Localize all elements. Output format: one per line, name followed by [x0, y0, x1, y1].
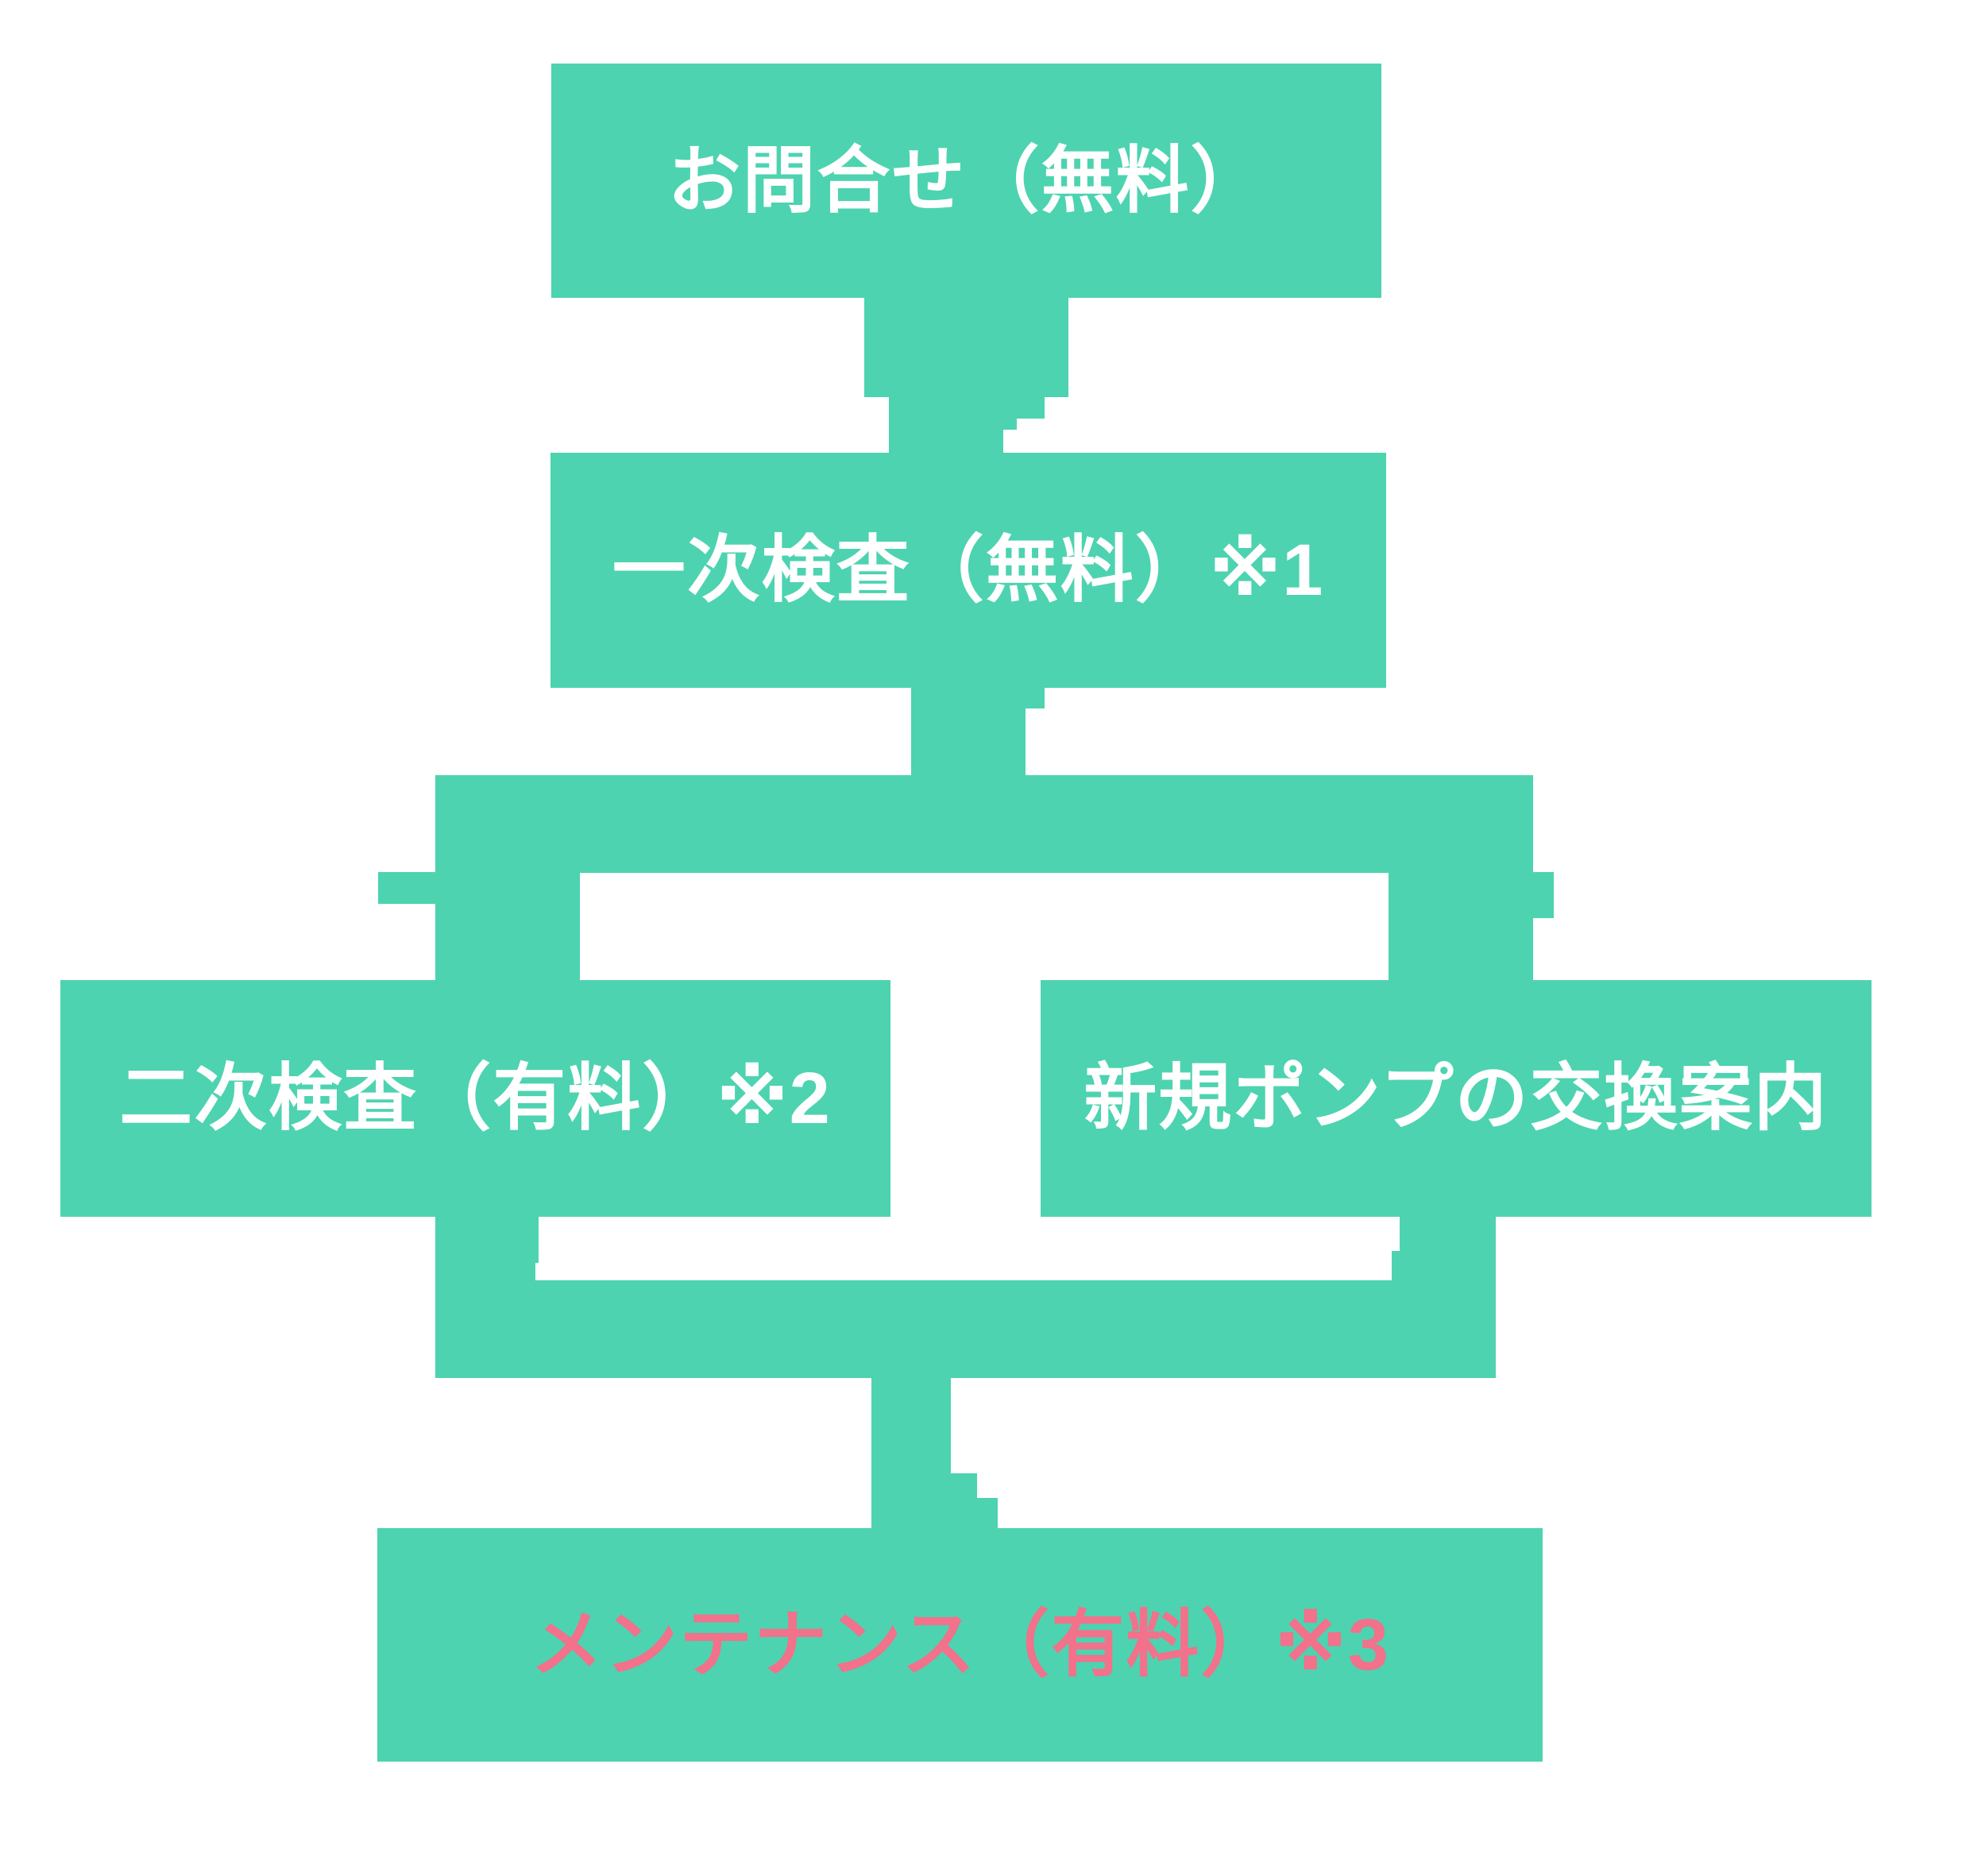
- node-inquiry: お問合せ（無料）: [551, 64, 1381, 298]
- connector-segment: [378, 872, 435, 904]
- node-pump-replacement-label: 新規ポンプの交換案内: [1084, 1058, 1829, 1139]
- connector-segment: [1392, 1251, 1400, 1280]
- node-primary-inspection: 一次検査（無料）※1: [550, 453, 1386, 688]
- connector-segment: [531, 1217, 539, 1263]
- connector-segment: [1533, 872, 1554, 918]
- node-maintenance: メンテナンス（有料）※3: [377, 1528, 1543, 1762]
- connector-segment: [889, 419, 1017, 430]
- node-primary-inspection-label: 一次検査（無料）※1: [612, 530, 1325, 611]
- connector-segment: [435, 775, 1533, 873]
- connector-segment: [871, 1378, 951, 1473]
- connector-segment: [1400, 1217, 1496, 1280]
- connector-segment: [864, 298, 1068, 397]
- node-maintenance-label: メンテナンス（有料）※3: [530, 1604, 1390, 1685]
- connector-segment: [889, 430, 1003, 454]
- node-secondary-inspection: 二次検査（有料）※2: [60, 980, 890, 1217]
- connector-segment: [871, 1473, 977, 1528]
- connector-segment: [435, 1217, 535, 1280]
- connector-segment: [1389, 872, 1533, 980]
- node-pump-replacement: 新規ポンプの交換案内: [1041, 980, 1872, 1217]
- connector-segment: [435, 1280, 1496, 1378]
- connector-segment: [889, 397, 1045, 419]
- node-secondary-inspection-label: 二次検査（有料）※2: [119, 1058, 832, 1139]
- node-inquiry-label: お問合せ（無料）: [667, 140, 1265, 222]
- connector-segment: [911, 688, 1026, 776]
- connector-segment: [435, 872, 580, 980]
- connector-segment: [977, 1498, 998, 1528]
- connector-segment: [1026, 688, 1045, 708]
